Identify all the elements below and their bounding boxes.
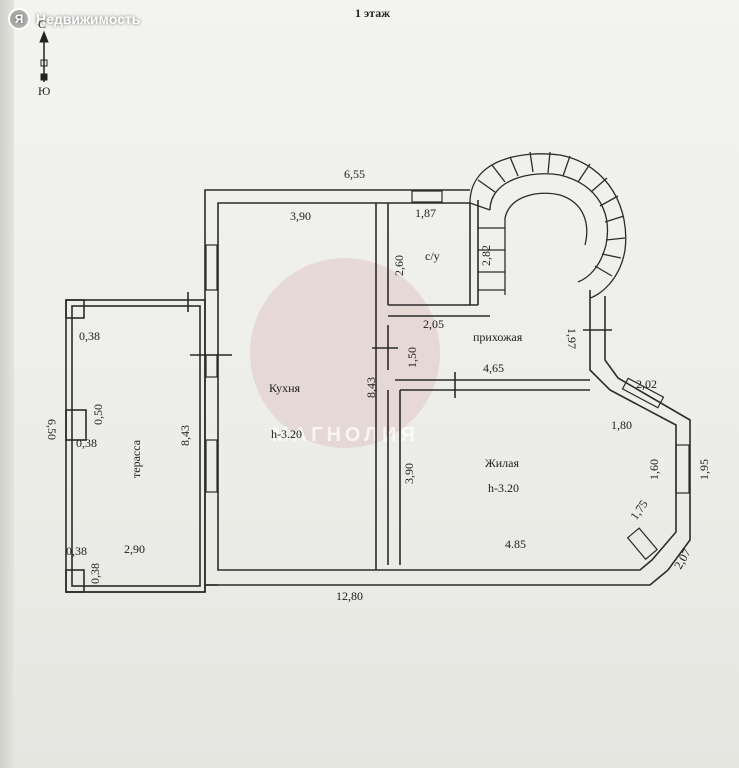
watermark-circle [250,258,440,448]
spiral-staircase-icon [469,151,627,299]
outer-walls [65,189,691,593]
room-kitchen-name: Кухня [269,381,301,395]
dim-bath-side: 2,60 [392,255,406,276]
dim-hall-side: 1,50 [405,347,419,368]
dim-bay-3: 1,60 [647,459,661,480]
room-terrace-name: терасса [129,439,143,478]
dim-column-1: 0,38 [79,329,100,343]
dim-hall-bottom: 4,65 [483,361,504,375]
paper-edge [0,0,14,768]
dim-bottom-total: 12,80 [336,589,363,603]
dim-kitchen-top: 3,90 [290,209,311,223]
dim-living-bottom: 4.85 [505,537,526,551]
dim-column-3: 0,38 [66,544,87,558]
floor-title: 1 этаж [355,6,390,20]
door-ticks [187,292,612,398]
compass-south-label: Ю [38,84,51,98]
dim-living-side: 3,90 [402,463,416,484]
dim-bay-4: 1,95 [697,459,711,480]
dim-top-total: 6,55 [344,167,365,181]
yandex-logo-icon: Я [8,8,30,30]
room-hall-name: прихожая [473,330,523,344]
window-marks [205,190,690,561]
room-living-height: h-3.20 [488,481,519,495]
room-kitchen-height: h-3.20 [271,427,302,441]
dim-column-5: 0,50 [91,404,105,425]
compass-north-label: С [38,17,47,31]
dim-terrace-inner: 8,43 [178,425,192,446]
dim-kitchen-side: 8,43 [364,377,378,398]
dim-column-2: 0,38 [76,436,97,450]
dim-hall-right: 1,97 [565,328,579,349]
room-living-name: Жилая [485,456,520,470]
brand-name: Недвижимость [36,11,141,27]
dim-bay-1: 2,02 [636,377,657,391]
brand-badge[interactable]: Я Недвижимость [8,6,140,32]
dim-column-4: 0,38 [88,563,102,584]
dim-terrace-outer: 6,50 [45,419,59,440]
dim-bay-2: 1,80 [611,418,632,432]
room-bathroom-name: с/у [425,249,440,263]
dim-bath-bottom: 2,05 [423,317,444,331]
dim-terrace-bottom: 2,90 [124,542,145,556]
dim-bath-top: 1,87 [415,206,436,220]
dim-stair: 2,82 [479,245,493,266]
watermark-text: МАГНОЛИЯ [272,424,419,446]
compass-arrow-icon [39,30,49,82]
